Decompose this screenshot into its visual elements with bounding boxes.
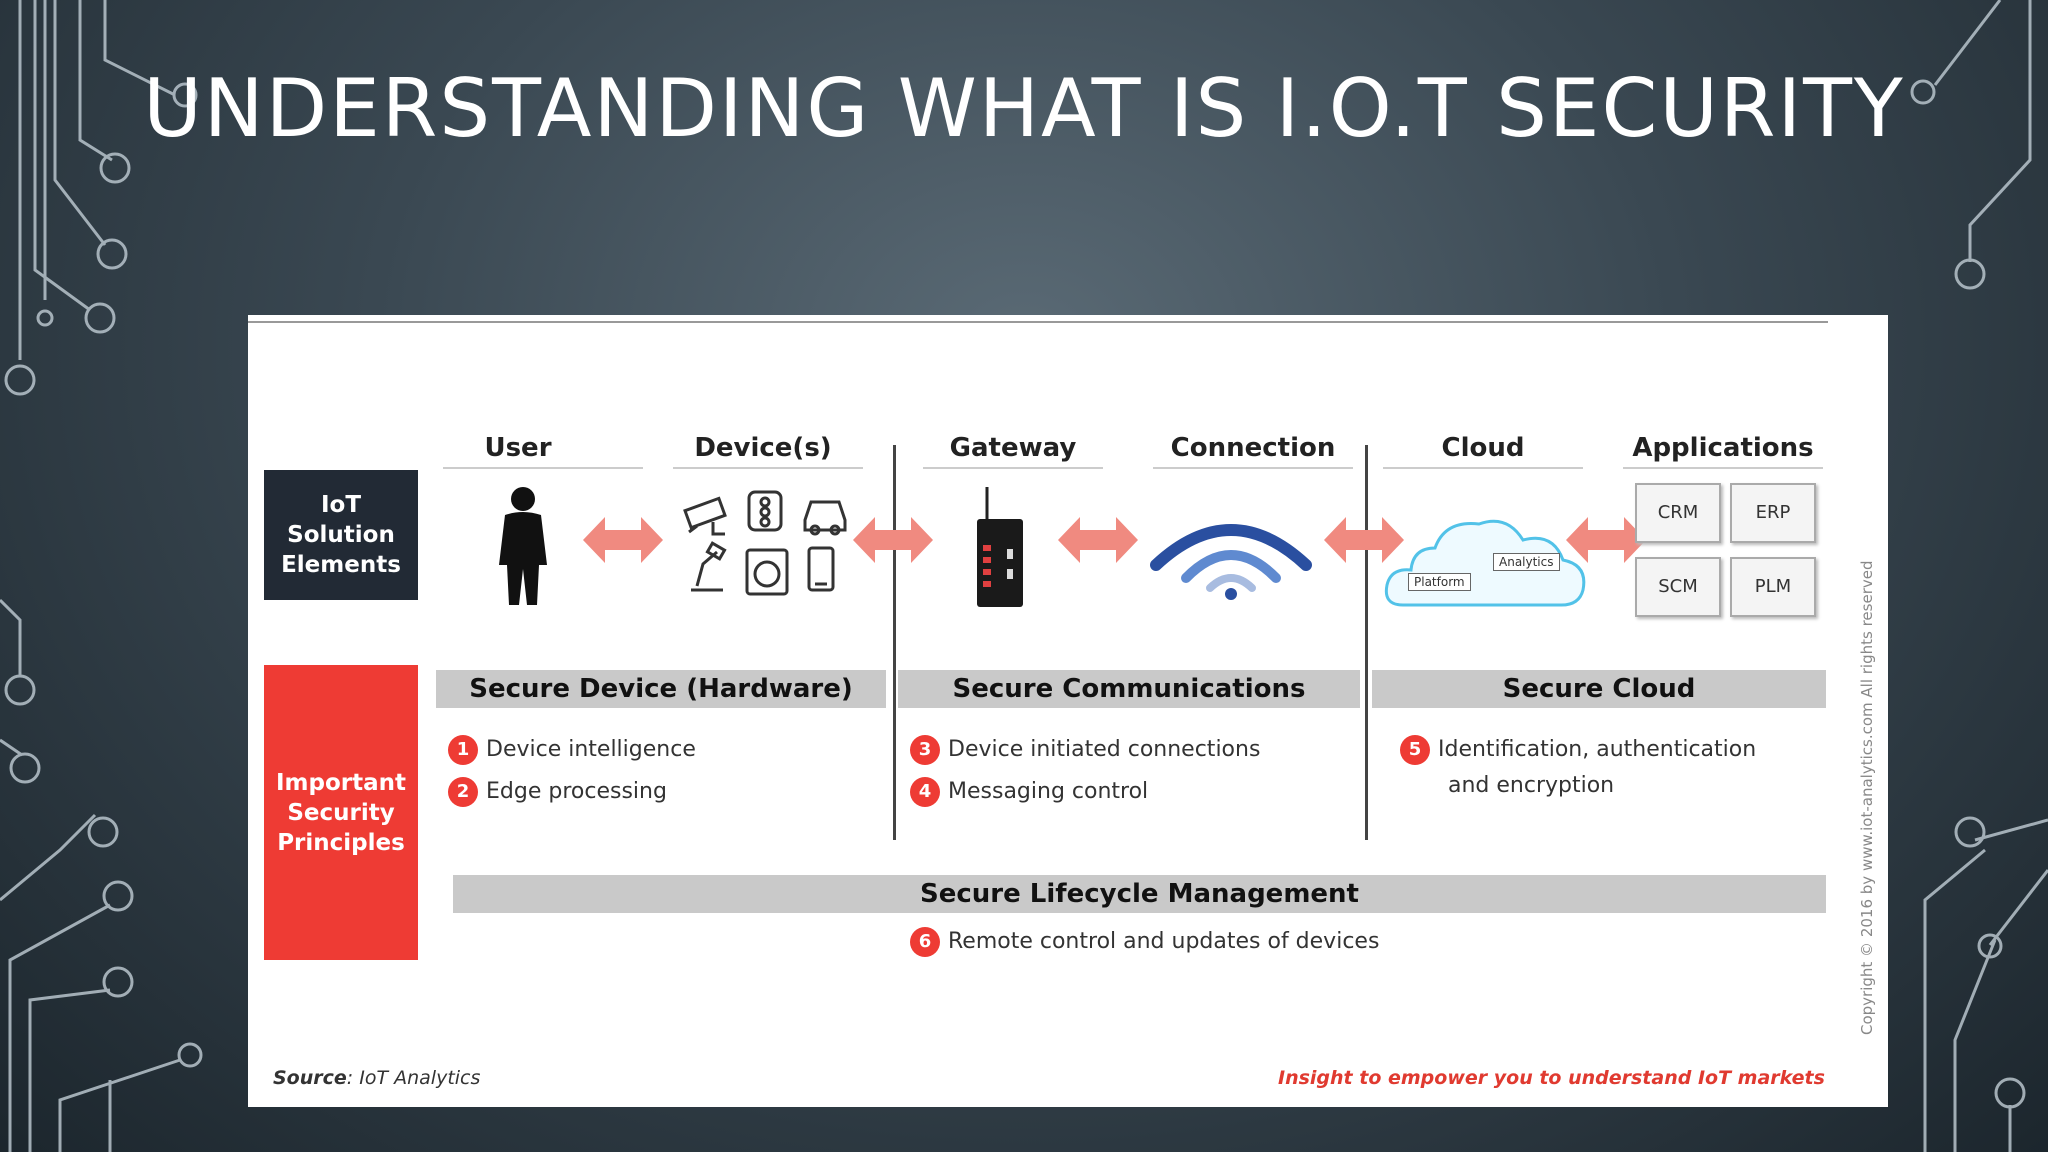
section-title-device: Secure Device (Hardware)	[436, 670, 886, 708]
slide-title: UNDERSTANDING WHAT IS I.O.T SECURITY	[143, 62, 1905, 155]
top-rule	[248, 321, 1828, 323]
number-badge: 2	[448, 777, 478, 807]
iot-solution-elements-label: IoT Solution Elements	[264, 470, 418, 600]
number-badge: 3	[910, 735, 940, 765]
double-arrow-icon	[1058, 517, 1138, 563]
double-arrow-icon	[1324, 517, 1404, 563]
head-line	[923, 467, 1103, 469]
principle-item-continued: and encryption	[1448, 773, 1615, 798]
principle-text: Device intelligence	[486, 737, 696, 762]
number-badge: 1	[448, 735, 478, 765]
principle-item: 5 Identification, authentication	[1400, 735, 1756, 765]
principle-text: Remote control and updates of devices	[948, 929, 1380, 954]
col-head-connection: Connection	[1170, 433, 1336, 463]
section-title-cloud: Secure Cloud	[1372, 670, 1826, 708]
double-arrow-icon	[1566, 517, 1646, 563]
cloud-analytics-label: Analytics	[1493, 553, 1560, 571]
devices-icon	[683, 490, 847, 596]
number-badge: 6	[910, 927, 940, 957]
section-title-lifecycle: Secure Lifecycle Management	[453, 875, 1826, 913]
cloud-icon	[1384, 519, 1586, 607]
head-line	[1623, 467, 1823, 469]
source-label: Source	[273, 1067, 347, 1089]
source-credit: Source: IoT Analytics	[273, 1067, 480, 1089]
number-badge: 4	[910, 777, 940, 807]
double-arrow-icon	[853, 517, 933, 563]
security-principles-label: Important Security Principles	[264, 665, 418, 960]
head-line	[1153, 467, 1353, 469]
col-head-user: User	[484, 433, 552, 463]
cloud-platform-label: Platform	[1408, 573, 1471, 591]
head-line	[1383, 467, 1583, 469]
number-badge: 5	[1400, 735, 1430, 765]
app-box-erp: ERP	[1730, 483, 1816, 543]
principle-item: 3 Device initiated connections	[910, 735, 1260, 765]
divider	[1365, 445, 1368, 840]
user-icon	[499, 487, 547, 605]
principle-item: 1 Device intelligence	[448, 735, 696, 765]
double-arrow-icon	[583, 517, 663, 563]
app-box-scm: SCM	[1635, 557, 1721, 617]
section-title-communications: Secure Communications	[898, 670, 1360, 708]
principle-text: Identification, authentication	[1438, 737, 1757, 762]
copyright-notice: Copyright © 2016 by www.iot-analytics.co…	[1858, 560, 1876, 1036]
principle-item: 2 Edge processing	[448, 777, 667, 807]
col-head-devices: Device(s)	[694, 433, 832, 463]
source-value: : IoT Analytics	[346, 1067, 481, 1089]
principle-text: Edge processing	[486, 779, 667, 804]
gateway-icon	[977, 487, 1023, 607]
col-head-gateway: Gateway	[949, 433, 1077, 463]
wifi-icon	[1150, 524, 1312, 600]
principle-item: 4 Messaging control	[910, 777, 1148, 807]
head-line	[443, 467, 643, 469]
tagline: Insight to empower you to understand IoT…	[1278, 1067, 1825, 1089]
diagram-panel: User Device(s) Gateway Connection Cloud …	[248, 315, 1888, 1107]
col-head-cloud: Cloud	[1441, 433, 1525, 463]
app-box-plm: PLM	[1730, 557, 1816, 617]
head-line	[673, 467, 863, 469]
principle-text: Device initiated connections	[948, 737, 1261, 762]
principle-item: 6 Remote control and updates of devices	[910, 927, 1379, 957]
principle-text: Messaging control	[948, 779, 1149, 804]
app-box-crm: CRM	[1635, 483, 1721, 543]
col-head-applications: Applications	[1632, 433, 1814, 463]
divider	[893, 445, 896, 840]
